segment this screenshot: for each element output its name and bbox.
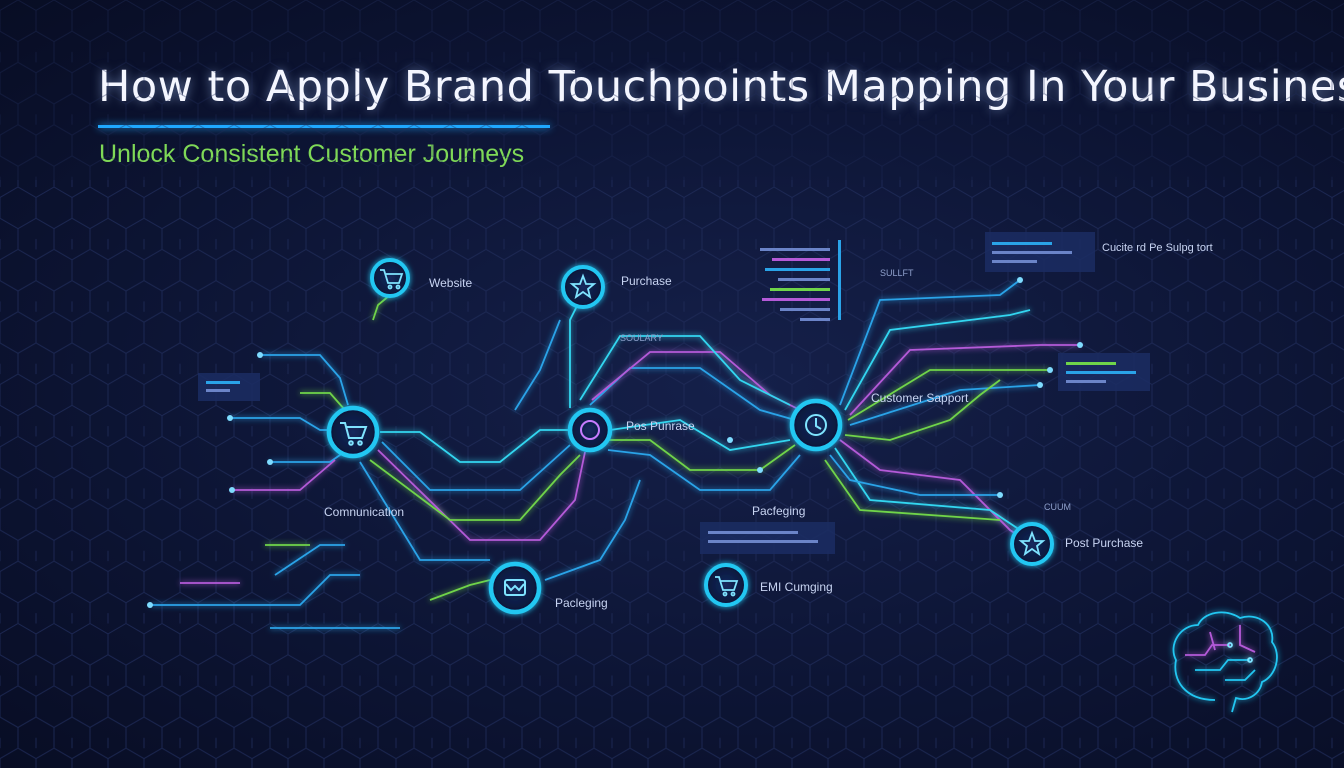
node-label-packaging: Pacleging	[555, 596, 608, 610]
circuit-lines	[150, 279, 1080, 629]
circuit-dot	[997, 492, 1003, 498]
circuit-line	[605, 439, 796, 471]
circuit-line	[834, 447, 1021, 531]
circuit-line	[839, 279, 1021, 406]
circuit-dot	[1047, 367, 1053, 373]
data-panels	[198, 232, 1150, 554]
circuit-line	[844, 309, 1031, 411]
brain-icon	[1172, 611, 1278, 713]
cart-icon	[715, 576, 739, 597]
node-label-pos-purchase: Pos Punrase	[626, 419, 695, 433]
circuit-line	[514, 319, 561, 411]
hex-background-top	[0, 0, 1344, 180]
circuit-line	[359, 461, 490, 561]
circuit-line	[381, 441, 571, 491]
circuit-line	[544, 479, 641, 581]
circuit-line	[372, 294, 391, 321]
circuit-line	[429, 579, 491, 601]
node-cart-left[interactable]	[326, 405, 380, 459]
label-packaging-mid: Pacfeging	[752, 504, 805, 518]
label-sullift: SULLFT	[880, 268, 914, 278]
node-email-charging[interactable]	[704, 563, 748, 607]
hex-background	[0, 180, 1344, 768]
circuit-dot	[267, 459, 273, 465]
cart-icon	[380, 269, 404, 290]
circuit-line	[847, 369, 1050, 421]
node-labels: Website Purchase Pos Punrase Customer Sa…	[324, 242, 1213, 610]
node-post-purchase[interactable]	[1010, 522, 1054, 566]
data-panel-center	[700, 522, 835, 554]
node-label-customer-support: Customer Sapport	[871, 391, 969, 405]
node-label-website: Website	[429, 276, 472, 290]
data-panel-top-right	[985, 232, 1095, 272]
circuit-line	[579, 335, 791, 406]
label-soulary: SOULARY	[620, 333, 663, 343]
circuit-line	[844, 379, 1001, 441]
label-customer-support-top: Cucite rd Pe Sulpg tort	[1102, 242, 1213, 254]
circuit-dot	[727, 437, 733, 443]
node-label-email-charging: EMI Cumging	[760, 580, 833, 594]
circuit-dot	[229, 487, 235, 493]
star-icon	[1018, 530, 1046, 557]
cart-icon	[340, 422, 368, 446]
data-panel-right	[1058, 353, 1150, 391]
circuit-line	[274, 544, 345, 576]
node-label-post-purchase: Post Purchase	[1065, 536, 1143, 550]
circuit-dots	[147, 277, 1083, 608]
node-website[interactable]	[370, 258, 410, 298]
circuit-line	[609, 419, 791, 451]
label-communication: Comnunication	[324, 505, 404, 519]
circuit-line	[607, 449, 801, 491]
circuit-line	[849, 384, 1041, 426]
node-purchase-top[interactable]	[561, 265, 605, 309]
clock-icon	[805, 414, 827, 436]
node-packaging-bottom[interactable]	[488, 561, 542, 615]
node-customer-support[interactable]	[789, 398, 843, 452]
mail-icon	[504, 579, 526, 596]
circuit-line	[369, 454, 581, 521]
badge-icon	[580, 420, 600, 440]
circuit-dot	[227, 415, 233, 421]
circuit-line	[377, 449, 586, 541]
circuit-line	[824, 459, 1001, 521]
label-cuum: CUUM	[1044, 502, 1071, 512]
circuit-dot	[147, 602, 153, 608]
circuit-line	[260, 354, 349, 406]
circuit-line	[829, 454, 1000, 496]
circuit-line	[849, 344, 1080, 416]
data-panel-left	[198, 373, 260, 401]
circuit-dot	[1037, 382, 1043, 388]
circuit-line	[232, 459, 336, 491]
circuit-dot	[1017, 277, 1023, 283]
node-label-purchase: Purchase	[621, 274, 672, 288]
circuit-dot	[757, 467, 763, 473]
circuit-line	[300, 392, 346, 411]
circuit-line	[150, 574, 360, 606]
star-icon	[569, 273, 597, 300]
circuit-dot	[1077, 342, 1083, 348]
node-pos-purchase[interactable]	[567, 407, 613, 453]
data-bars-top	[760, 240, 841, 321]
circuit-dot	[257, 352, 263, 358]
circuit-line	[380, 429, 585, 463]
